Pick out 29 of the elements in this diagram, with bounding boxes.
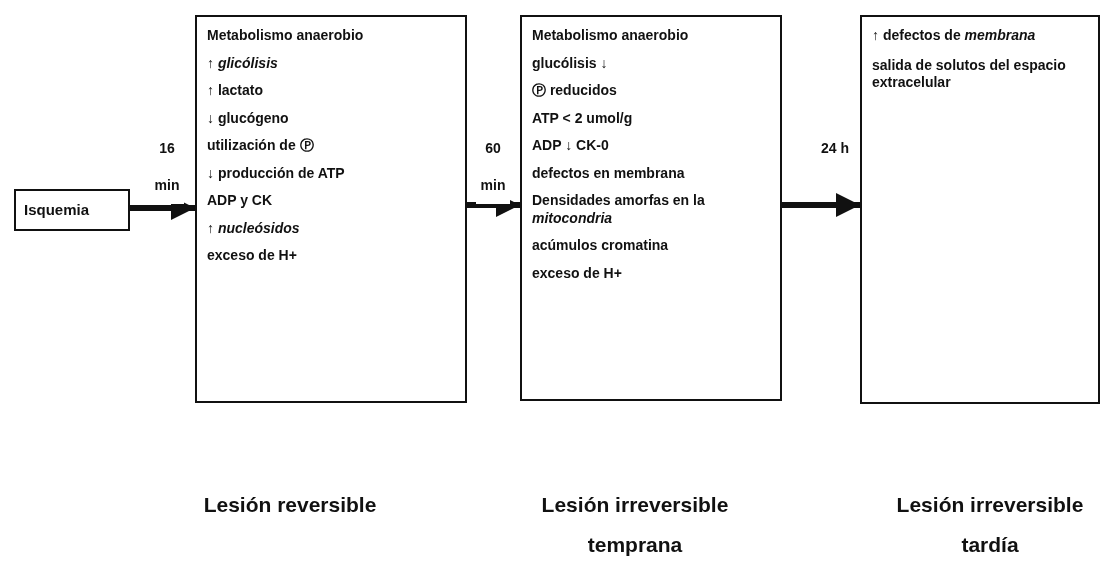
box-text: ↑ defectos de membrana: [872, 27, 1037, 45]
box-text: ↑ nucleósidos: [207, 219, 301, 237]
stage-caption: Lesión reversible: [202, 492, 378, 518]
process-box: [520, 15, 782, 401]
box-text: salida de solutos del espacio extracelular: [872, 56, 1067, 92]
box-text: Isquemia: [24, 200, 91, 220]
box-text: ↑ lactato: [207, 82, 264, 100]
box-text: Metabolismo anaerobio: [207, 27, 365, 45]
box-text: Densidades amorfas en la mitocondria: [532, 192, 706, 227]
box-text: Metabolismo anaerobio: [532, 27, 690, 45]
box-text: exceso de H+: [532, 264, 623, 282]
box-text: acúmulos cromatina: [532, 237, 670, 255]
process-box: [14, 189, 130, 231]
box-text: glucólisis ↓: [532, 54, 609, 72]
arrow: [782, 193, 860, 217]
box-text: utilización de Ⓟ: [207, 137, 315, 155]
stage-caption: Lesión irreversible tardía: [895, 492, 1085, 558]
box-text: ↑ glicólisis: [207, 54, 279, 72]
box-text: ↓ glucógeno: [207, 109, 290, 127]
process-box: [860, 15, 1100, 404]
box-text: Ⓟ reducidos: [532, 82, 618, 100]
box-text: exceso de H+: [207, 247, 298, 265]
box-text: ADP y CK: [207, 192, 274, 210]
process-box: [195, 15, 467, 403]
box-text: ↓ producción de ATP: [207, 164, 346, 182]
box-text: ADP ↓ CK-0: [532, 137, 610, 155]
stage-caption: Lesión irreversible temprana: [540, 492, 730, 558]
box-text: defectos en membrana: [532, 164, 686, 182]
box-text: ATP < 2 umol/g: [532, 109, 634, 127]
